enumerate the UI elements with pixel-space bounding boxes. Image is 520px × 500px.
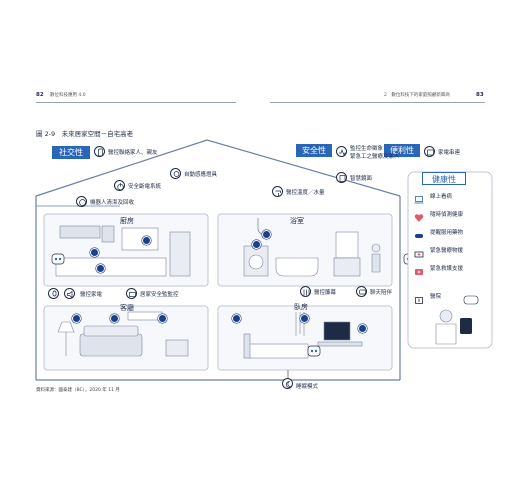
hotspot-marker [252,240,261,249]
smart-mirror-label: 智慧鏡面 [350,176,373,182]
tv-cabinet [165,339,189,357]
safety-tag: 安全性 [296,144,332,157]
chat-icon [356,286,367,297]
running-head-left: 數位科技應用 4.0 [50,93,86,98]
hotspot-marker [232,314,241,323]
floor-lamp [57,321,75,356]
first-aid-icon [414,262,424,275]
ambulance-icon [414,244,424,258]
robot-bedroom-icon [307,345,321,357]
health-item-label: 隨時偵測健康 [430,212,464,218]
bedroom-label: 臥房 [294,303,308,311]
microphone-icon [48,288,59,299]
elderly-person-figure [371,243,381,273]
desk [317,341,363,347]
robot-kitchen-icon [51,253,65,265]
air-conditioner [127,311,163,321]
health-item-label: 線上看病 [430,194,453,200]
health-tag: 健康性 [422,172,466,185]
kitchen-hood [101,225,115,243]
robot-cleaner-label: 機器人清潔及回收 [90,200,135,206]
hotspot-marker [72,314,81,323]
health-item-label: 提醒服用藥物 [430,230,464,236]
fridge [169,231,191,277]
temp-water-label: 醫控溫度／水量 [286,190,325,196]
house-roof-outline [35,139,401,197]
water-tap-icon [272,186,283,197]
hotspot-marker [110,314,119,323]
chat-bubble-icon [463,295,479,305]
hotspot-marker [158,314,167,323]
hotspot-marker [262,230,271,239]
header-rule-left [36,102,236,103]
laptop-doctor-icon [414,190,424,204]
sofa-back [83,325,139,337]
heart-monitor-icon [414,208,424,222]
power-off-icon [114,180,125,191]
sleep-mode-label: 睡眠模式 [296,384,319,390]
curtain-icon [300,286,311,297]
bathroom-label: 浴室 [290,217,304,225]
living-room-label: 客廳 [120,304,134,312]
hospital-icon [414,290,424,304]
hotspot-marker [142,236,151,245]
auto-light-label: 自動感應燈具 [184,172,218,178]
hotspot-marker [96,264,105,273]
bed-headboard [243,333,251,359]
page-number-left: 82 [36,92,44,98]
speaker-icon [64,288,75,299]
hospital-label: 醫院 [430,294,442,300]
hotspot-marker [358,324,367,333]
convenience-tag: 便利性 [384,144,420,157]
appliance-monitor-label: 居家安全監監控 [140,292,179,298]
figure-source: 資料來源：國泰建（BC），2020 年 11 月 [36,388,120,393]
running-head-right: 2 數位科技下的家庭照顧新興商 [384,93,450,98]
washing-door [248,254,264,270]
camera-icon [126,288,137,299]
chat-companion-label: 聊天陪伴 [370,290,393,296]
vitals-icon [336,146,347,157]
light-bulb-icon [170,168,181,179]
doctor-figure [435,309,472,345]
monitor-vitals-label: 監控生命徵象 [350,146,384,152]
safe-electric-label: 安全斷電系統 [128,184,162,190]
kitchen-window [121,227,159,251]
page-number-right: 83 [476,92,484,98]
bed [247,343,309,359]
sofa [79,333,143,357]
emergency-contact-label: 緊急工之醫療及家人 [350,154,400,160]
kitchen-counter [55,257,167,277]
figure-title: 圖 2-9 未來居家空間－自宅高老 [36,130,134,138]
voice-curtain-label: 醫控簾幕 [314,290,337,296]
bath-mirror [335,231,359,259]
voice-appliance-label: 醫控家電 [80,292,103,298]
contact-family-label: 醫控聯絡家人、親友 [108,150,158,156]
moon-icon [282,378,293,389]
pill-icon [414,226,424,238]
appliance-link-label: 家電串連 [438,150,461,156]
mirror-icon [336,172,347,183]
header-rule-right [270,102,485,103]
hotspot-marker [300,314,309,323]
kitchen-cabinet [59,225,101,239]
bathtub [275,257,319,277]
robot-vacuum-icon [76,196,87,207]
hotspot-marker [90,248,99,257]
social-tag: 社交性 [52,146,90,159]
appliance-link-icon [424,146,435,157]
phone-icon [94,146,105,157]
health-item-label: 緊急救護支援 [430,266,464,272]
health-item-label: 緊急醫療物援 [430,248,464,254]
bath-sink [333,257,361,277]
bedroom-tv [323,321,351,341]
kitchen-label: 廚房 [120,217,134,225]
